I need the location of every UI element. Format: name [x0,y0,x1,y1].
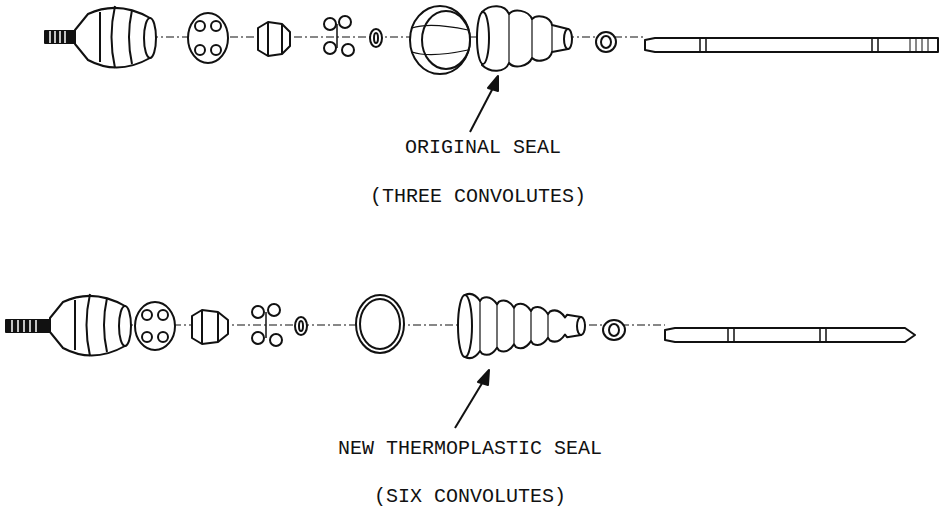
rollers [336,24,338,48]
axle-shaft [728,328,826,342]
rollers [342,44,354,56]
boot-clamp-large [410,6,470,74]
rollers [324,16,354,56]
rollers [324,18,336,30]
outer-housing [100,6,132,68]
leader-arrow-top [488,76,498,91]
boot-clamp-small [603,320,625,340]
ball-cage [135,302,175,350]
original-seal [477,6,572,71]
thermoplastic-seal [496,304,497,347]
part-label: (SIX CONVOLUTES) [374,485,566,509]
rollers [252,304,282,346]
boot-clamp-large [360,299,400,349]
boot-clamp-small [596,32,616,52]
outer-housing [75,6,156,68]
ball-cage [195,45,205,55]
boot-clamp-large [410,6,470,74]
original-seal [509,14,552,63]
boot-clamp-large [412,25,468,54]
snap-ring [370,29,382,47]
thermoplastic-seal [479,301,480,351]
axle-shaft [645,38,938,52]
leader-arrow-bottom [455,380,484,428]
ball-cage [195,21,205,31]
thermoplastic-seal [458,295,472,357]
part-label: ORIGINAL SEAL [405,136,561,160]
snap-ring [295,317,307,335]
ball-cage [158,310,168,320]
inner-race [258,22,290,56]
stub-shaft [45,31,77,43]
ball-cage [211,45,221,55]
thermoplastic-seal [513,308,514,345]
part-label: (THREE CONVOLUTES) [370,185,586,209]
ball-cage [188,13,228,63]
axle-shaft [700,38,878,52]
snap-ring [370,29,382,47]
axle-shaft [665,328,915,342]
boot-clamp-small [596,32,616,52]
inner-race [192,310,228,344]
rollers [324,42,336,54]
outer-housing [50,294,131,356]
rollers [339,16,351,28]
stub-shaft [50,31,65,43]
snap-ring [374,33,378,43]
leader-arrow-bottom [455,370,489,428]
rollers [265,312,267,338]
axle-shaft [910,38,928,52]
original-seal [564,29,572,49]
boot-clamp-small [609,324,619,336]
axle-shaft [645,38,938,52]
rollers [252,306,264,318]
ball-cage [211,21,221,31]
inner-race [268,22,282,56]
axle-shaft [665,328,915,342]
inner-race [192,310,228,344]
boot-clamp-large [356,295,404,353]
boot-clamp-small [603,320,625,340]
original-seal [477,12,489,64]
rollers [268,304,280,316]
ball-cage [135,302,175,350]
outer-housing [144,18,156,58]
original-seal [482,6,568,71]
outer-housing [75,294,107,356]
inner-race [202,310,218,344]
thermoplastic-seal [547,314,548,338]
thermoplastic-seal [465,294,581,358]
thermoplastic-seal [577,317,585,335]
thermoplastic-seal [530,311,531,341]
thermoplastic-seal [458,294,585,358]
stub-shaft [45,31,77,43]
ball-cage [158,332,168,342]
rollers [252,332,264,344]
boot-clamp-large [356,295,404,353]
snap-ring [295,317,307,335]
stub-shaft [6,320,52,332]
inner-race [258,22,290,56]
boot-clamp-large [422,11,470,69]
snap-ring [299,321,303,331]
ball-cage [142,310,152,320]
stub-shaft [12,320,36,332]
leader-arrow-top [470,86,494,132]
ball-cage [188,13,228,63]
rollers [270,334,282,346]
leader-arrow-top [470,76,498,132]
leader-arrow-bottom [478,370,489,385]
ball-cage [142,332,152,342]
part-label: NEW THERMOPLASTIC SEAL [338,437,602,461]
stub-shaft [6,320,52,332]
boot-clamp-small [601,36,611,48]
outer-housing [119,306,131,346]
